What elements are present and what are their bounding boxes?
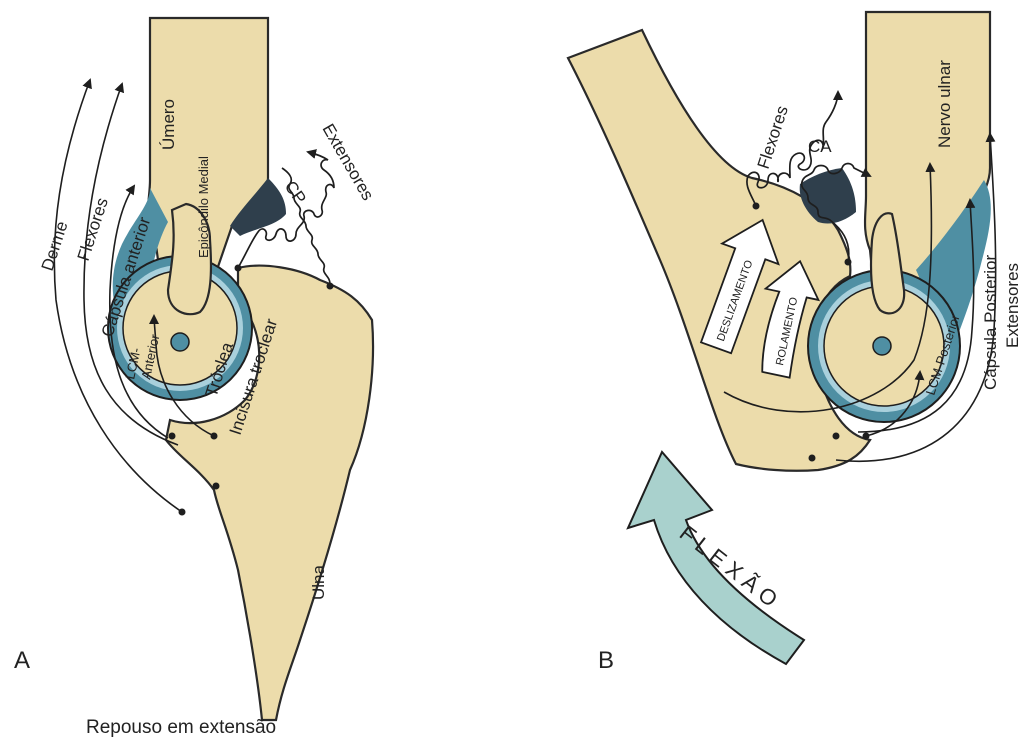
panel-b: DESLIZAMENTO ROLAMENTO FLEXÃO Flexores C… xyxy=(568,12,1022,674)
label-extensores-a: Extensores xyxy=(319,121,378,204)
label-epicondilo: Epicôndilo Medial xyxy=(196,156,211,258)
attach-dot-b2 xyxy=(845,259,852,266)
attach-dot-a5 xyxy=(235,265,242,272)
label-flexores-b: Flexores xyxy=(754,103,792,171)
panel-a: Úmero Epicôndilo Medial Extensores CP De… xyxy=(14,18,378,738)
panel-a-letter: A xyxy=(14,647,30,674)
label-capsula-posterior: Cápsula Posterior xyxy=(981,255,1000,390)
attach-dot-b1 xyxy=(753,203,760,210)
rotation-axis-b xyxy=(873,337,891,355)
attach-dot-b5 xyxy=(809,455,816,462)
label-nervo-ulnar: Nervo ulnar xyxy=(935,60,954,148)
label-umero: Úmero xyxy=(159,99,178,150)
label-derme: Derme xyxy=(38,219,72,273)
attach-dot-a3 xyxy=(169,433,176,440)
panel-b-letter: B xyxy=(598,647,614,674)
label-flexores-a: Flexores xyxy=(74,195,112,263)
attach-dot-a2 xyxy=(213,483,220,490)
rotation-axis-a xyxy=(171,333,189,351)
label-extensores-b: Extensores xyxy=(1003,263,1022,348)
attach-dot-b3 xyxy=(833,433,840,440)
attach-dot-a1 xyxy=(179,509,186,516)
label-ulna: Ulna xyxy=(309,564,328,600)
attach-dot-a6 xyxy=(327,283,334,290)
attach-dot-a4 xyxy=(211,433,218,440)
forearm-b xyxy=(568,30,870,471)
attach-dot-b4 xyxy=(863,433,870,440)
label-ca: CA xyxy=(808,137,832,156)
flexao-arrow: FLEXÃO xyxy=(628,452,804,664)
caption-a: Repouso em extensão xyxy=(86,717,276,738)
label-cp: CP xyxy=(281,177,310,207)
